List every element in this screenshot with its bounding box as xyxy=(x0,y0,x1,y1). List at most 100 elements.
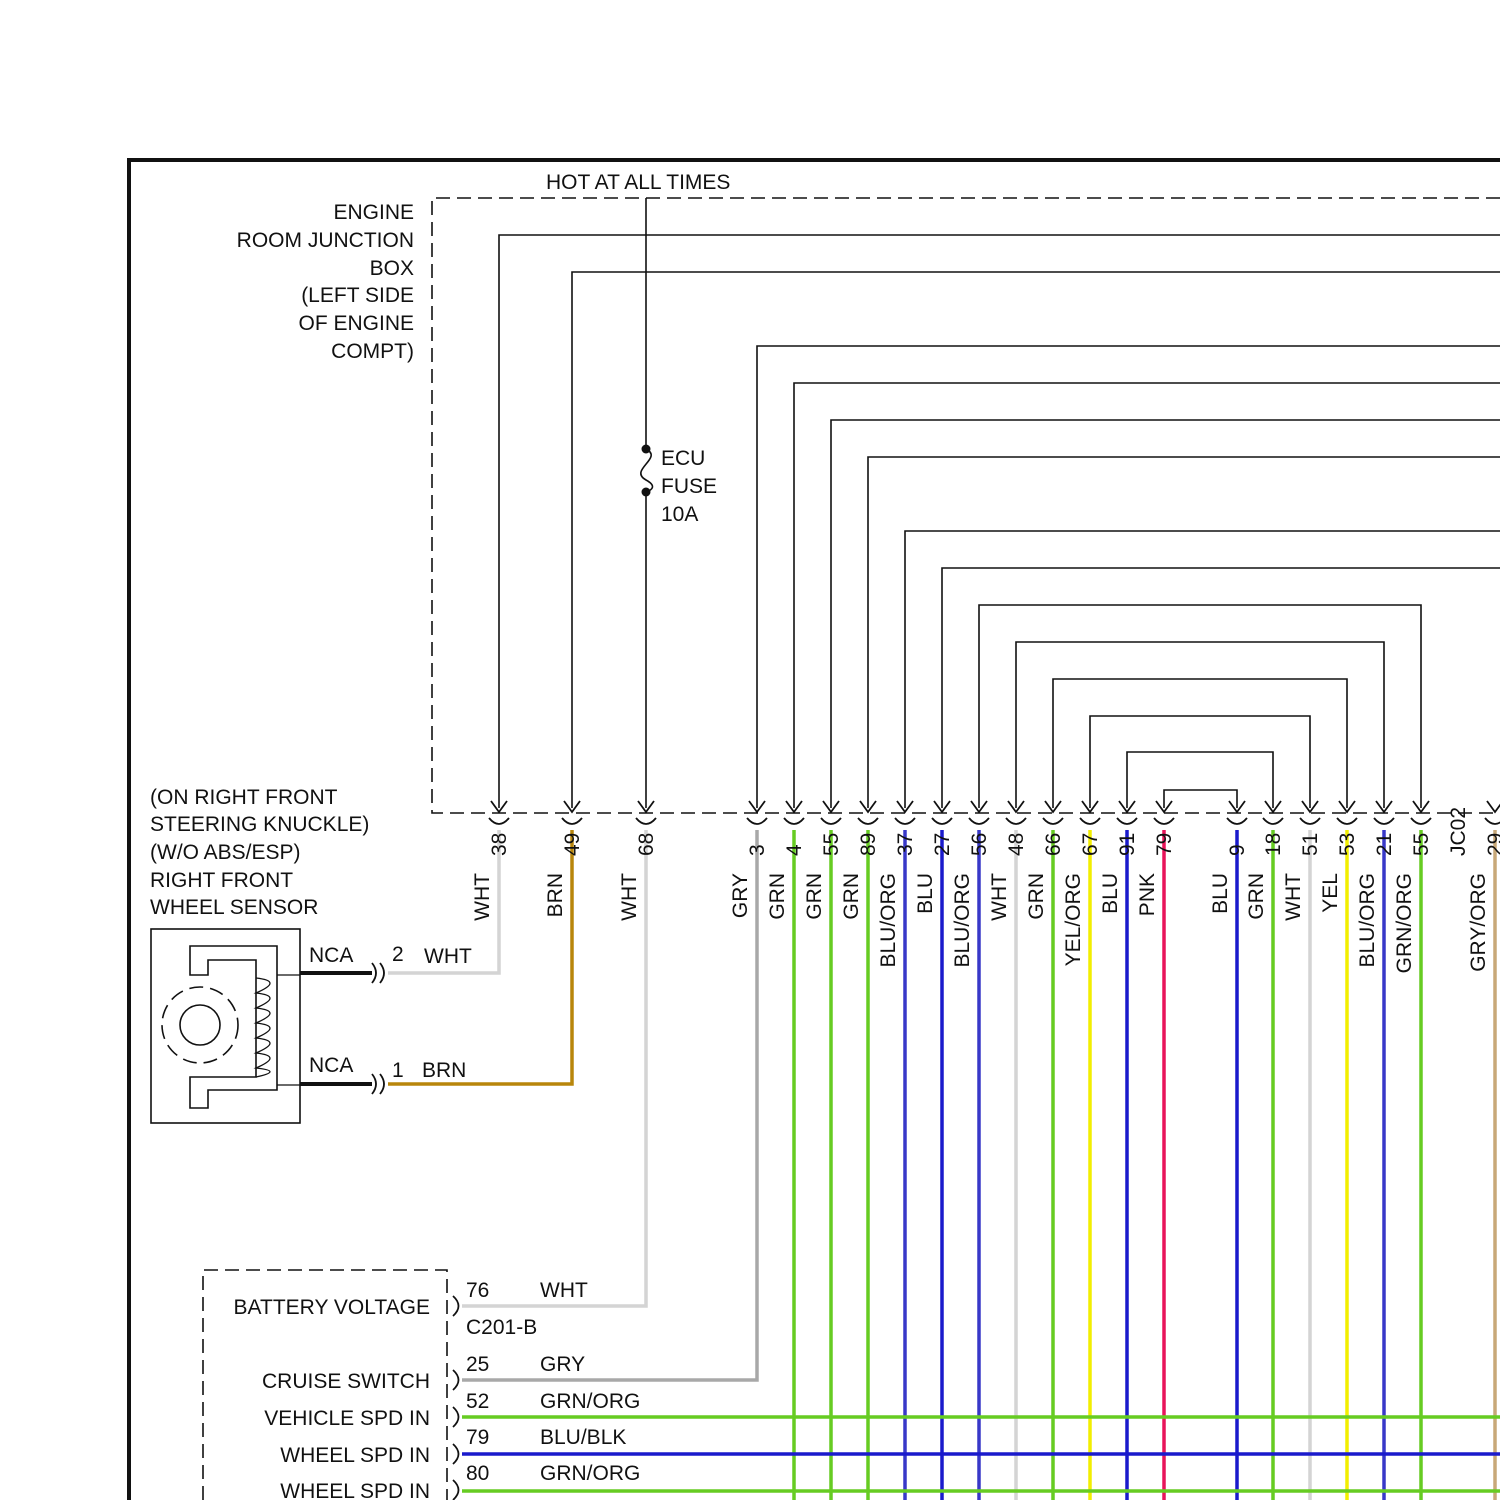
bus-line xyxy=(905,531,1500,808)
wire-pin-number: 48 xyxy=(1005,833,1028,856)
terminal-socket-icon xyxy=(1300,818,1320,824)
wire-color-label: BLU xyxy=(1209,873,1232,914)
wire-pin-number: 51 xyxy=(1299,833,1322,856)
wire-color-label: WHT xyxy=(471,873,494,921)
wire-color-label: PNK xyxy=(1136,873,1159,916)
sensor-connector-2 xyxy=(372,963,384,983)
wire-color-label: GRN xyxy=(1025,873,1048,920)
module-wire-color-label: GRN/ORG xyxy=(540,1462,640,1485)
sensor-nca-label: NCA xyxy=(309,944,353,967)
wire-color-label: YEL xyxy=(1319,873,1342,913)
bus-line xyxy=(572,272,1500,808)
wire-color-label: GRN xyxy=(1245,873,1268,920)
wire-color-label: GRN/ORG xyxy=(1393,873,1416,973)
terminal-socket-icon xyxy=(1154,818,1174,824)
wire-pin-number: 38 xyxy=(488,833,511,856)
bus-line xyxy=(831,420,1500,808)
module-input-name: BATTERY VOLTAGE xyxy=(234,1296,430,1319)
sensor-connector-1 xyxy=(372,1074,384,1094)
bus-loop xyxy=(1053,679,1347,808)
bus-loop xyxy=(1127,752,1273,808)
sensor-title-line: RIGHT FRONT xyxy=(150,869,293,892)
terminal-socket-icon xyxy=(969,818,989,824)
bus-loop xyxy=(979,605,1421,808)
wire-color-label: BLU/ORG xyxy=(877,873,900,968)
junction-box-title-line: ROOM JUNCTION xyxy=(237,229,414,252)
junction-box-title-line: ENGINE xyxy=(333,201,414,224)
wire-pin-number: 68 xyxy=(635,833,658,856)
fuse-label-line: 10A xyxy=(661,503,698,526)
module-wire-color-label: GRY xyxy=(540,1353,585,1376)
right-front-wheel-sensor: (ON RIGHT FRONT STEERING KNUCKLE) (W/O A… xyxy=(150,786,472,1123)
module-pin-number: 52 xyxy=(466,1390,489,1413)
bus-line xyxy=(794,383,1500,808)
terminal-socket-icon xyxy=(1043,818,1063,824)
module-pin-number: 80 xyxy=(466,1462,489,1485)
wire-pin-number: 79 xyxy=(1153,833,1176,856)
fuse-label-line: FUSE xyxy=(661,475,717,498)
module-input-name: WHEEL SPD IN xyxy=(280,1480,430,1500)
wire-color-label: GRY/ORG xyxy=(1467,873,1490,972)
ecu-fuse: ECU FUSE 10A xyxy=(641,198,717,808)
terminal-socket-icon xyxy=(1374,818,1394,824)
terminal-socket-icon xyxy=(489,818,509,824)
wire-pin-number: 67 xyxy=(1079,833,1102,856)
terminal-socket-icon xyxy=(1006,818,1026,824)
wire-brn-49 xyxy=(388,830,572,1084)
sensor-title-line: (ON RIGHT FRONT xyxy=(150,786,338,809)
tone-ring-icon xyxy=(162,987,238,1063)
wire-pin-number: 55 xyxy=(820,833,843,856)
wire-color-label: GRN xyxy=(840,873,863,920)
module-wire-color-label: GRN/ORG xyxy=(540,1390,640,1413)
wire-pin-number: JC02 xyxy=(1447,807,1470,856)
module-connector-label: C201-B xyxy=(466,1316,537,1339)
bus-loop xyxy=(1164,790,1237,808)
wire-color-label: BLU/ORG xyxy=(1356,873,1379,968)
terminal-socket-icon xyxy=(1263,818,1283,824)
wire-color-label: BRN xyxy=(544,873,567,917)
wire-pin-number: 66 xyxy=(1042,833,1065,856)
bus-line xyxy=(942,568,1500,808)
wire-pin-number: 89 xyxy=(857,833,880,856)
wire-pin-number: 56 xyxy=(968,833,991,856)
sensor-wire-color-label: WHT xyxy=(424,945,472,968)
terminal-socket-icon xyxy=(747,818,767,824)
sensor-title-line: WHEEL SENSOR xyxy=(150,896,318,919)
terminal-arrow-icon xyxy=(1487,801,1500,812)
wire-color-label: BLU xyxy=(1099,873,1122,914)
sensor-title-line: (W/O ABS/ESP) xyxy=(150,841,301,864)
terminal-socket-icon xyxy=(1485,818,1500,824)
module-pin-number: 76 xyxy=(466,1279,489,1302)
terminal-socket-icon xyxy=(1337,818,1357,824)
wire-color-label: BLU xyxy=(914,873,937,914)
wire-pin-number: 27 xyxy=(931,833,954,856)
junction-box-title-line: COMPT) xyxy=(331,340,414,363)
junction-box-title-line: (LEFT SIDE xyxy=(301,284,414,307)
module-input-name: VEHICLE SPD IN xyxy=(264,1407,430,1430)
terminal-socket-icon xyxy=(1080,818,1100,824)
wire-pin-number: 4 xyxy=(783,844,806,856)
wire-pin-number: 91 xyxy=(1116,833,1139,856)
bus-line xyxy=(499,235,1500,808)
wire-color-label: GRN xyxy=(766,873,789,920)
wire-pin-number: 29 xyxy=(1484,833,1500,856)
fuse-label-line: ECU xyxy=(661,447,705,470)
bus-loop xyxy=(1016,642,1384,808)
wire-color-label: YEL/ORG xyxy=(1062,873,1085,966)
module-input-name: WHEEL SPD IN xyxy=(280,1444,430,1467)
sensor-nca-label: NCA xyxy=(309,1054,353,1077)
bus-loop xyxy=(1090,716,1310,808)
wire-gry-3 xyxy=(462,830,757,1380)
terminal-socket-icon xyxy=(858,818,878,824)
module-wire-color-label: BLU/BLK xyxy=(540,1426,626,1449)
wire-color-label: GRY xyxy=(729,873,752,918)
wire-pin-number: 37 xyxy=(894,833,917,856)
module-input-name: CRUISE SWITCH xyxy=(262,1370,430,1393)
sensor-pin-number: 1 xyxy=(392,1059,404,1082)
wire-pin-number: 49 xyxy=(561,833,584,856)
sensor-pin-number: 2 xyxy=(392,943,404,966)
module-pin-brackets xyxy=(453,1296,459,1500)
wire-color-label: WHT xyxy=(618,873,641,921)
sensor-coil-icon xyxy=(256,975,300,1085)
terminal-socket-icon xyxy=(821,818,841,824)
